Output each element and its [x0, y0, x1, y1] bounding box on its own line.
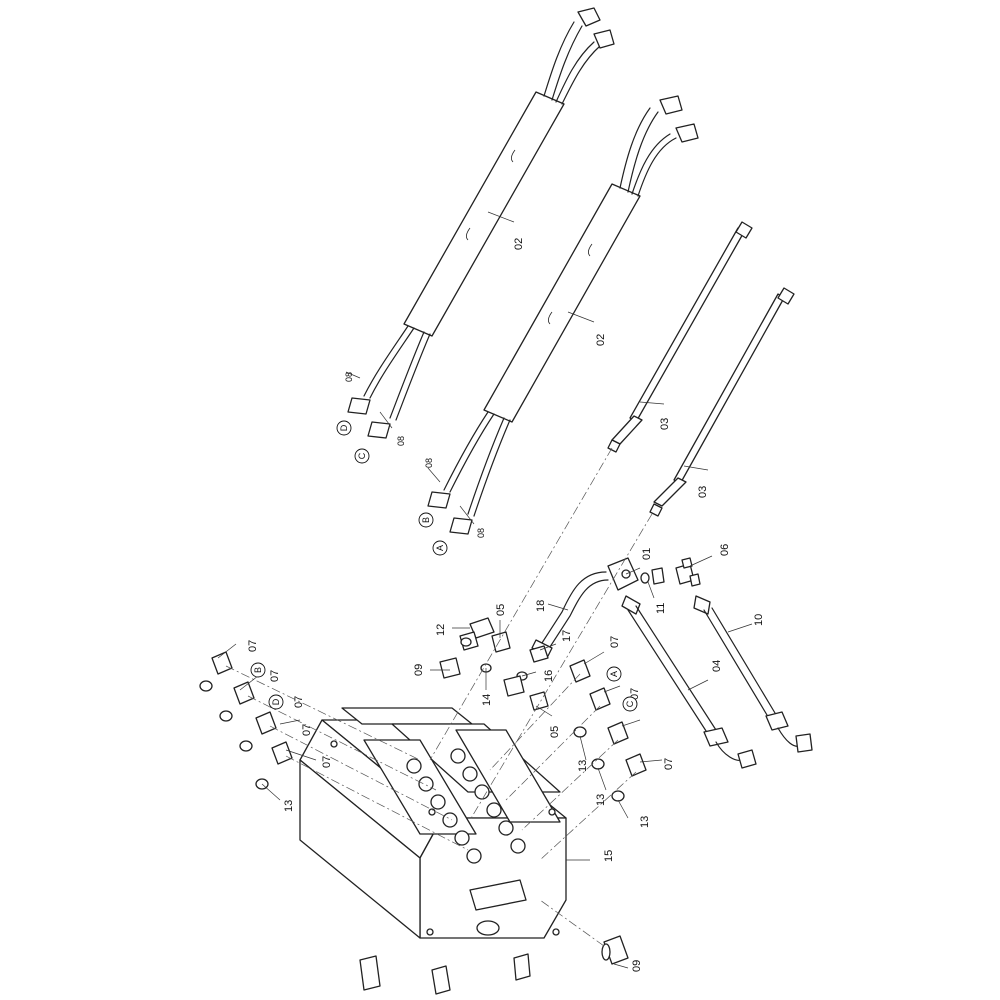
label-04: 04 — [711, 660, 723, 672]
fittings-07-13-right — [569, 659, 647, 965]
marker-c-hose: C — [357, 452, 367, 459]
alignment-lines — [225, 447, 653, 947]
label-13b: 13 — [577, 760, 589, 772]
label-07f: 07 — [609, 636, 621, 648]
label-05a: 05 — [495, 604, 507, 616]
label-14: 14 — [481, 694, 493, 706]
marker-c-block: C — [625, 700, 635, 707]
marker-b-hose: B — [421, 517, 431, 523]
hose-assembly-02-right — [427, 95, 699, 535]
label-07b: 07 — [269, 670, 281, 682]
tee-fittings — [607, 557, 701, 591]
label-02b: 02 — [595, 334, 607, 346]
label-08d: 08 — [476, 528, 486, 538]
label-11: 11 — [655, 603, 667, 614]
label-07e: 07 — [321, 756, 333, 768]
hose-assembly-02-left — [347, 7, 615, 439]
small-fittings — [439, 617, 549, 711]
label-07d: 07 — [301, 724, 313, 736]
label-17: 17 — [561, 630, 573, 642]
marker-a-hose: A — [435, 545, 445, 551]
label-05b: 05 — [549, 726, 561, 738]
label-02a: 02 — [513, 238, 525, 250]
valve-block-15 — [299, 707, 567, 995]
label-16: 16 — [543, 670, 555, 682]
marker-b-block: B — [253, 667, 263, 673]
label-09b: 09 — [631, 960, 643, 972]
label-08c: 08 — [424, 458, 434, 468]
label-07h: 07 — [663, 758, 675, 770]
part-labels: 02 02 03 03 08 08 08 08 01 06 11 10 04 1… — [247, 238, 765, 972]
label-10: 10 — [753, 614, 765, 626]
label-03b: 03 — [697, 486, 709, 498]
hydraulic-lines-03 — [607, 221, 795, 517]
leader-lines — [217, 211, 753, 969]
fittings-07-13-left — [199, 651, 293, 790]
label-07c: 07 — [293, 696, 305, 708]
hoses-18-04-10 — [531, 571, 813, 769]
label-07a: 07 — [247, 640, 259, 652]
connection-markers: D C B A B D A C — [250, 420, 638, 712]
label-15: 15 — [603, 850, 615, 862]
label-08b: 08 — [396, 436, 406, 446]
marker-a-block: A — [609, 671, 619, 677]
label-12: 12 — [435, 624, 447, 636]
label-06: 06 — [719, 544, 731, 556]
label-13a: 13 — [283, 800, 295, 812]
label-13d: 13 — [639, 816, 651, 828]
marker-d-block: D — [271, 698, 281, 705]
marker-d-hose: D — [339, 424, 349, 431]
label-01: 01 — [641, 548, 653, 560]
label-09a: 09 — [413, 664, 425, 676]
label-08a: 08 — [344, 372, 354, 382]
label-03a: 03 — [659, 418, 671, 430]
label-13c: 13 — [595, 794, 607, 806]
label-18: 18 — [535, 600, 547, 612]
